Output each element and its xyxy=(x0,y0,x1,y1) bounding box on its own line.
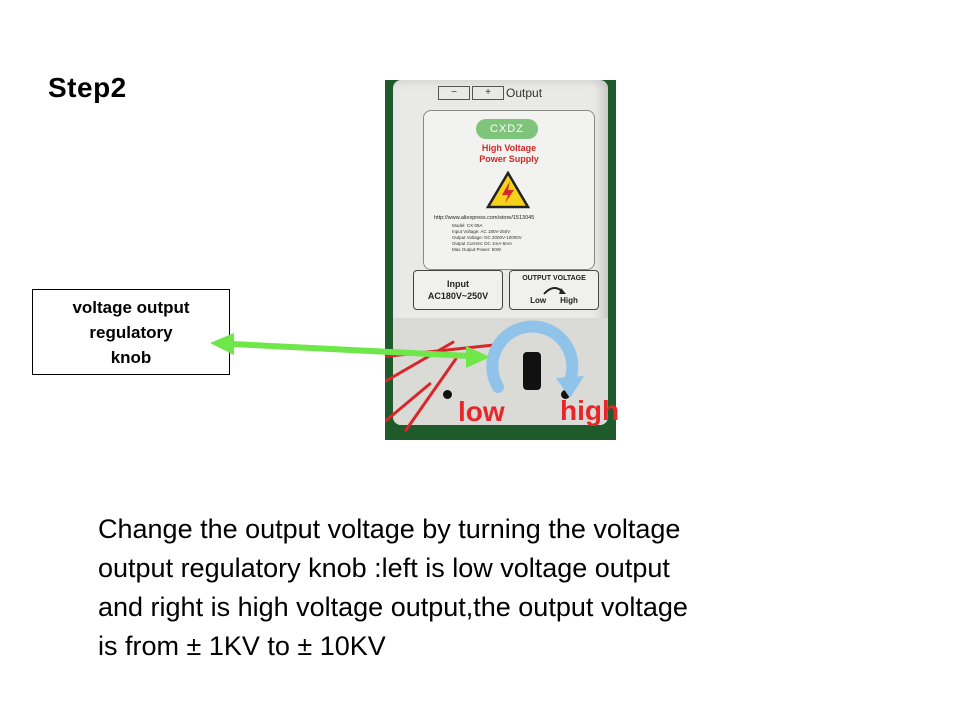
input-spec-box: Input AC180V~250V xyxy=(413,270,503,310)
low-label: low xyxy=(458,396,505,427)
device-url: http://www.aliexpress.com/store/1513045 xyxy=(434,215,535,221)
output-range: Low High xyxy=(530,295,578,307)
spec-line: Model: CX-05A xyxy=(452,223,483,228)
callout-line-1: voltage output xyxy=(72,297,190,317)
device-title-line-1: High Voltage xyxy=(481,143,537,153)
brand-logo: CXDZ xyxy=(476,119,538,139)
callout-line-2: regulatory xyxy=(89,322,173,342)
output-low-label: Low xyxy=(530,296,547,305)
description-line-4: is from ± 1KV to ± 10KV xyxy=(98,631,386,661)
device-title-line-2: Power Supply xyxy=(479,154,539,164)
description-line-2: output regulatory knob :left is low volt… xyxy=(98,553,670,583)
device-specs: Model: CX-05A Input Voltage: AC 180V-250… xyxy=(452,223,522,253)
mount-hole xyxy=(561,390,570,399)
step-title: Step2 xyxy=(48,72,127,103)
input-value: AC180V~250V xyxy=(427,291,489,301)
pointer-arrow-left-head xyxy=(210,333,234,355)
pointer-arrow-line xyxy=(231,341,471,359)
rotate-arrow-icon xyxy=(543,287,566,295)
rotation-arrow xyxy=(486,320,579,393)
description-line-1: Change the output voltage by turning the… xyxy=(98,514,681,544)
device-title: High Voltage Power Supply xyxy=(424,143,594,165)
spec-line: Output Current: DC 1mA-5mA xyxy=(452,241,513,246)
output-voltage-label: OUTPUT VOLTAGE xyxy=(522,275,586,282)
terminal-plus: + xyxy=(472,86,504,100)
description-text: Change the output voltage by turning the… xyxy=(98,510,878,666)
terminal-output-label: Output xyxy=(506,86,543,100)
high-label: high xyxy=(560,395,620,426)
mount-hole xyxy=(443,390,452,399)
high-voltage-warning-icon xyxy=(486,171,530,209)
knob-callout-box: voltage output regulatory knob xyxy=(32,289,230,375)
terminal-strip: − + Output xyxy=(438,86,542,100)
output-high-label: High xyxy=(560,296,578,305)
spec-line: Max Output Power: 50W xyxy=(452,247,502,252)
device-label-panel: CXDZ High Voltage Power Supply http://ww… xyxy=(423,110,595,270)
input-label: Input xyxy=(447,279,469,289)
callout-line-3: knob xyxy=(110,347,152,367)
rotation-arrow-head xyxy=(556,376,584,398)
terminal-minus: − xyxy=(438,86,470,100)
spec-line: Output Voltage: DC 2000V-10000V xyxy=(452,235,522,240)
voltage-knob xyxy=(523,352,541,390)
description-line-3: and right is high voltage output,the out… xyxy=(98,592,688,622)
output-voltage-box: OUTPUT VOLTAGE Low High xyxy=(509,270,599,310)
pointer-arrow-right-head xyxy=(466,346,490,368)
spec-line: Input Voltage: AC 180V-250V xyxy=(452,229,511,234)
